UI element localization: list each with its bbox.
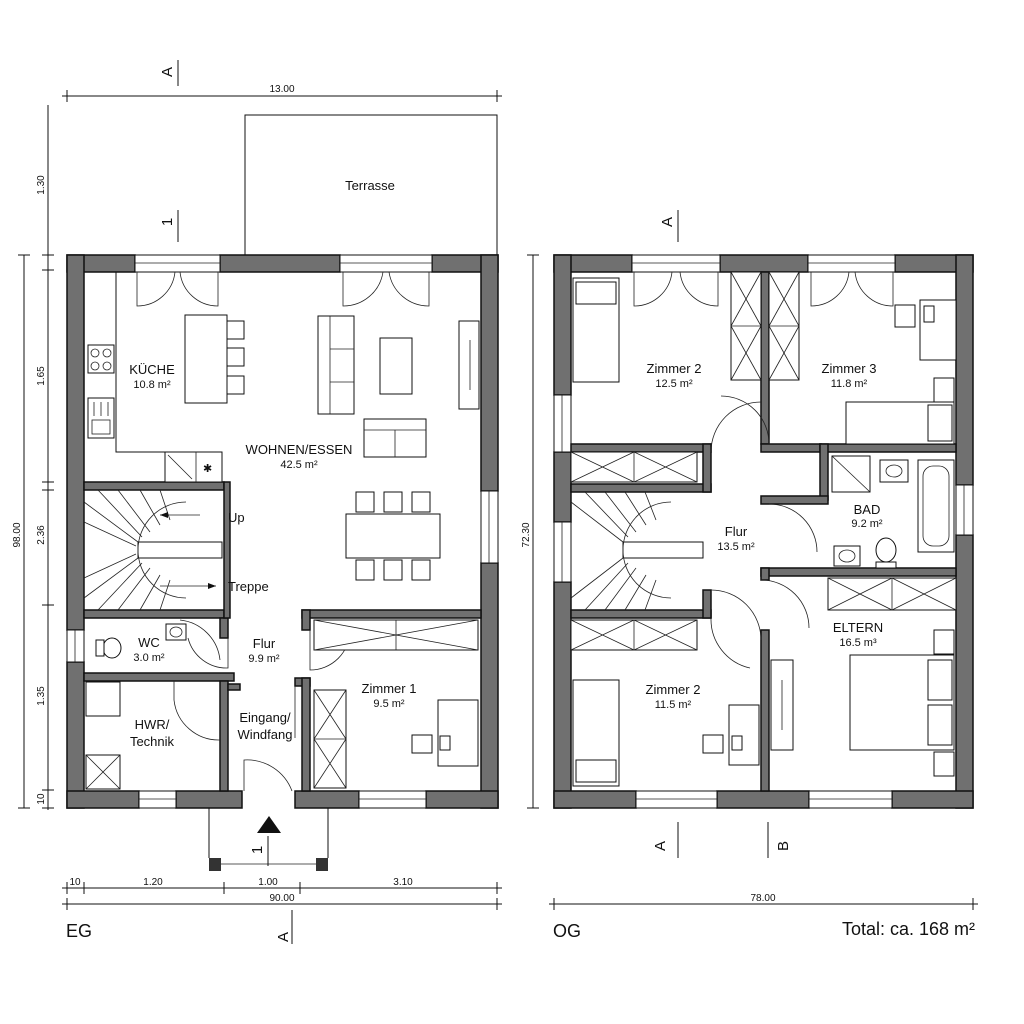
- dim-eg-left-5: 10: [36, 793, 47, 805]
- room-og-bad-area: 9.2 m²: [851, 518, 883, 530]
- room-eingang-name-2: Windfang: [238, 727, 293, 742]
- labels: Terrasse KÜCHE 10.8 m² WOHNEN/ESSEN 42.5…: [12, 67, 975, 942]
- floor-label-og: OG: [553, 921, 581, 941]
- eg-windows: [66, 254, 499, 809]
- og-stair: [570, 491, 704, 611]
- room-og-bad-name: BAD: [854, 502, 881, 517]
- room-kueche-area: 10.8 m²: [133, 379, 171, 391]
- room-wohnen-name: WOHNEN/ESSEN: [246, 442, 353, 457]
- room-hwr-name-2: Technik: [130, 734, 175, 749]
- room-og-zimmer2a-area: 12.5 m²: [655, 378, 693, 390]
- og-zimmer2b-furniture: [570, 619, 760, 787]
- stair-label: Treppe: [228, 579, 269, 594]
- eg-section-marks: [177, 60, 293, 944]
- eg-zimmer1-furniture: [313, 619, 479, 789]
- room-wohnen-area: 42.5 m²: [280, 459, 318, 471]
- room-zimmer1-area: 9.5 m²: [373, 698, 405, 710]
- dim-eg-bottom-1: 10: [69, 877, 81, 888]
- section-mark-a-bottom-eg: A: [275, 932, 292, 942]
- section-mark-1-top-eg: 1: [159, 218, 176, 226]
- room-og-zimmer2b-name: Zimmer 2: [646, 682, 701, 697]
- room-hwr-name: HWR/: [135, 717, 170, 732]
- room-zimmer1-name: Zimmer 1: [362, 681, 417, 696]
- eg-dimension-lines: [18, 90, 502, 910]
- room-wc-name: WC: [138, 635, 160, 650]
- eg-wc: [95, 623, 187, 659]
- section-mark-b-bottom-og: B: [775, 841, 792, 851]
- og-eltern-furniture: [770, 577, 957, 777]
- dim-eg-left-1: 1.30: [36, 175, 47, 195]
- room-og-zimmer2a-name: Zimmer 2: [647, 361, 702, 376]
- floor-label-eg: EG: [66, 921, 92, 941]
- section-mark-1-bottom-eg: 1: [249, 846, 266, 854]
- og-zimmer3-furniture: [845, 299, 957, 445]
- og-wardrobes-top: [730, 271, 800, 381]
- dim-eg-bottom-total: 90.00: [269, 893, 294, 904]
- og-dimension-lines: [527, 254, 978, 910]
- eg-living-furniture: [317, 315, 480, 458]
- entrance-arrow-icon: [257, 816, 281, 833]
- room-og-flur-name: Flur: [725, 524, 748, 539]
- eg-stair: [83, 489, 223, 611]
- room-flur-eg-name: Flur: [253, 636, 276, 651]
- eg-hwr: [85, 681, 121, 790]
- dim-og-bottom-total: 78.00: [750, 893, 775, 904]
- room-og-eltern-name: ELTERN: [833, 620, 883, 635]
- dim-eg-left-2: 1.65: [36, 366, 47, 386]
- room-kueche-name: KÜCHE: [129, 362, 175, 377]
- og-windows: [553, 254, 974, 809]
- og-section-marks: [677, 210, 769, 858]
- eg-kitchen: ✱: [84, 271, 223, 483]
- room-wc-area: 3.0 m²: [133, 652, 165, 664]
- terrace-label: Terrasse: [345, 178, 395, 193]
- stair-up-label: Up: [228, 510, 245, 525]
- og-floor: [527, 210, 978, 910]
- dim-eg-top: 13.00: [269, 84, 294, 95]
- eg-interior-walls: [83, 481, 482, 792]
- room-eingang-name: Eingang/: [239, 710, 291, 725]
- section-mark-a-top-og: A: [659, 217, 676, 227]
- og-bad-fixtures: [831, 455, 955, 569]
- room-og-eltern-area: 16.5 m³: [839, 637, 877, 649]
- og-doors: [710, 395, 818, 669]
- eg-dining-table: [345, 491, 441, 581]
- section-mark-a-bottom-og: A: [652, 841, 669, 851]
- dim-eg-left-total: 98.00: [12, 522, 23, 547]
- eg-terrace-doors: [136, 271, 430, 307]
- total-area-label: Total: ca. 168 m²: [842, 919, 975, 939]
- room-og-zimmer3-name: Zimmer 3: [822, 361, 877, 376]
- og-interior-walls: [570, 271, 957, 792]
- dim-eg-left-4: 1.35: [36, 686, 47, 706]
- dim-og-left-total: 72.30: [521, 522, 532, 547]
- eg-kitchen-island: [184, 314, 245, 404]
- og-window-doors: [633, 271, 894, 307]
- room-og-flur-area: 13.5 m²: [717, 541, 755, 553]
- dim-eg-bottom-3: 1.00: [258, 877, 278, 888]
- eg-outer-walls: [66, 254, 499, 809]
- eg-floor: ✱: [18, 60, 502, 944]
- og-zimmer2a-furniture: [570, 277, 698, 483]
- svg-text:✱: ✱: [203, 463, 212, 475]
- room-flur-eg-area: 9.9 m²: [248, 653, 280, 665]
- dim-eg-bottom-4: 3.10: [393, 877, 413, 888]
- section-mark-a-top-eg: A: [159, 67, 176, 77]
- room-og-zimmer2b-area: 11.5 m²: [655, 699, 692, 711]
- dim-eg-bottom-2: 1.20: [143, 877, 163, 888]
- dim-eg-left-3: 2.36: [36, 525, 47, 545]
- room-og-zimmer3-area: 11.8 m²: [831, 378, 868, 390]
